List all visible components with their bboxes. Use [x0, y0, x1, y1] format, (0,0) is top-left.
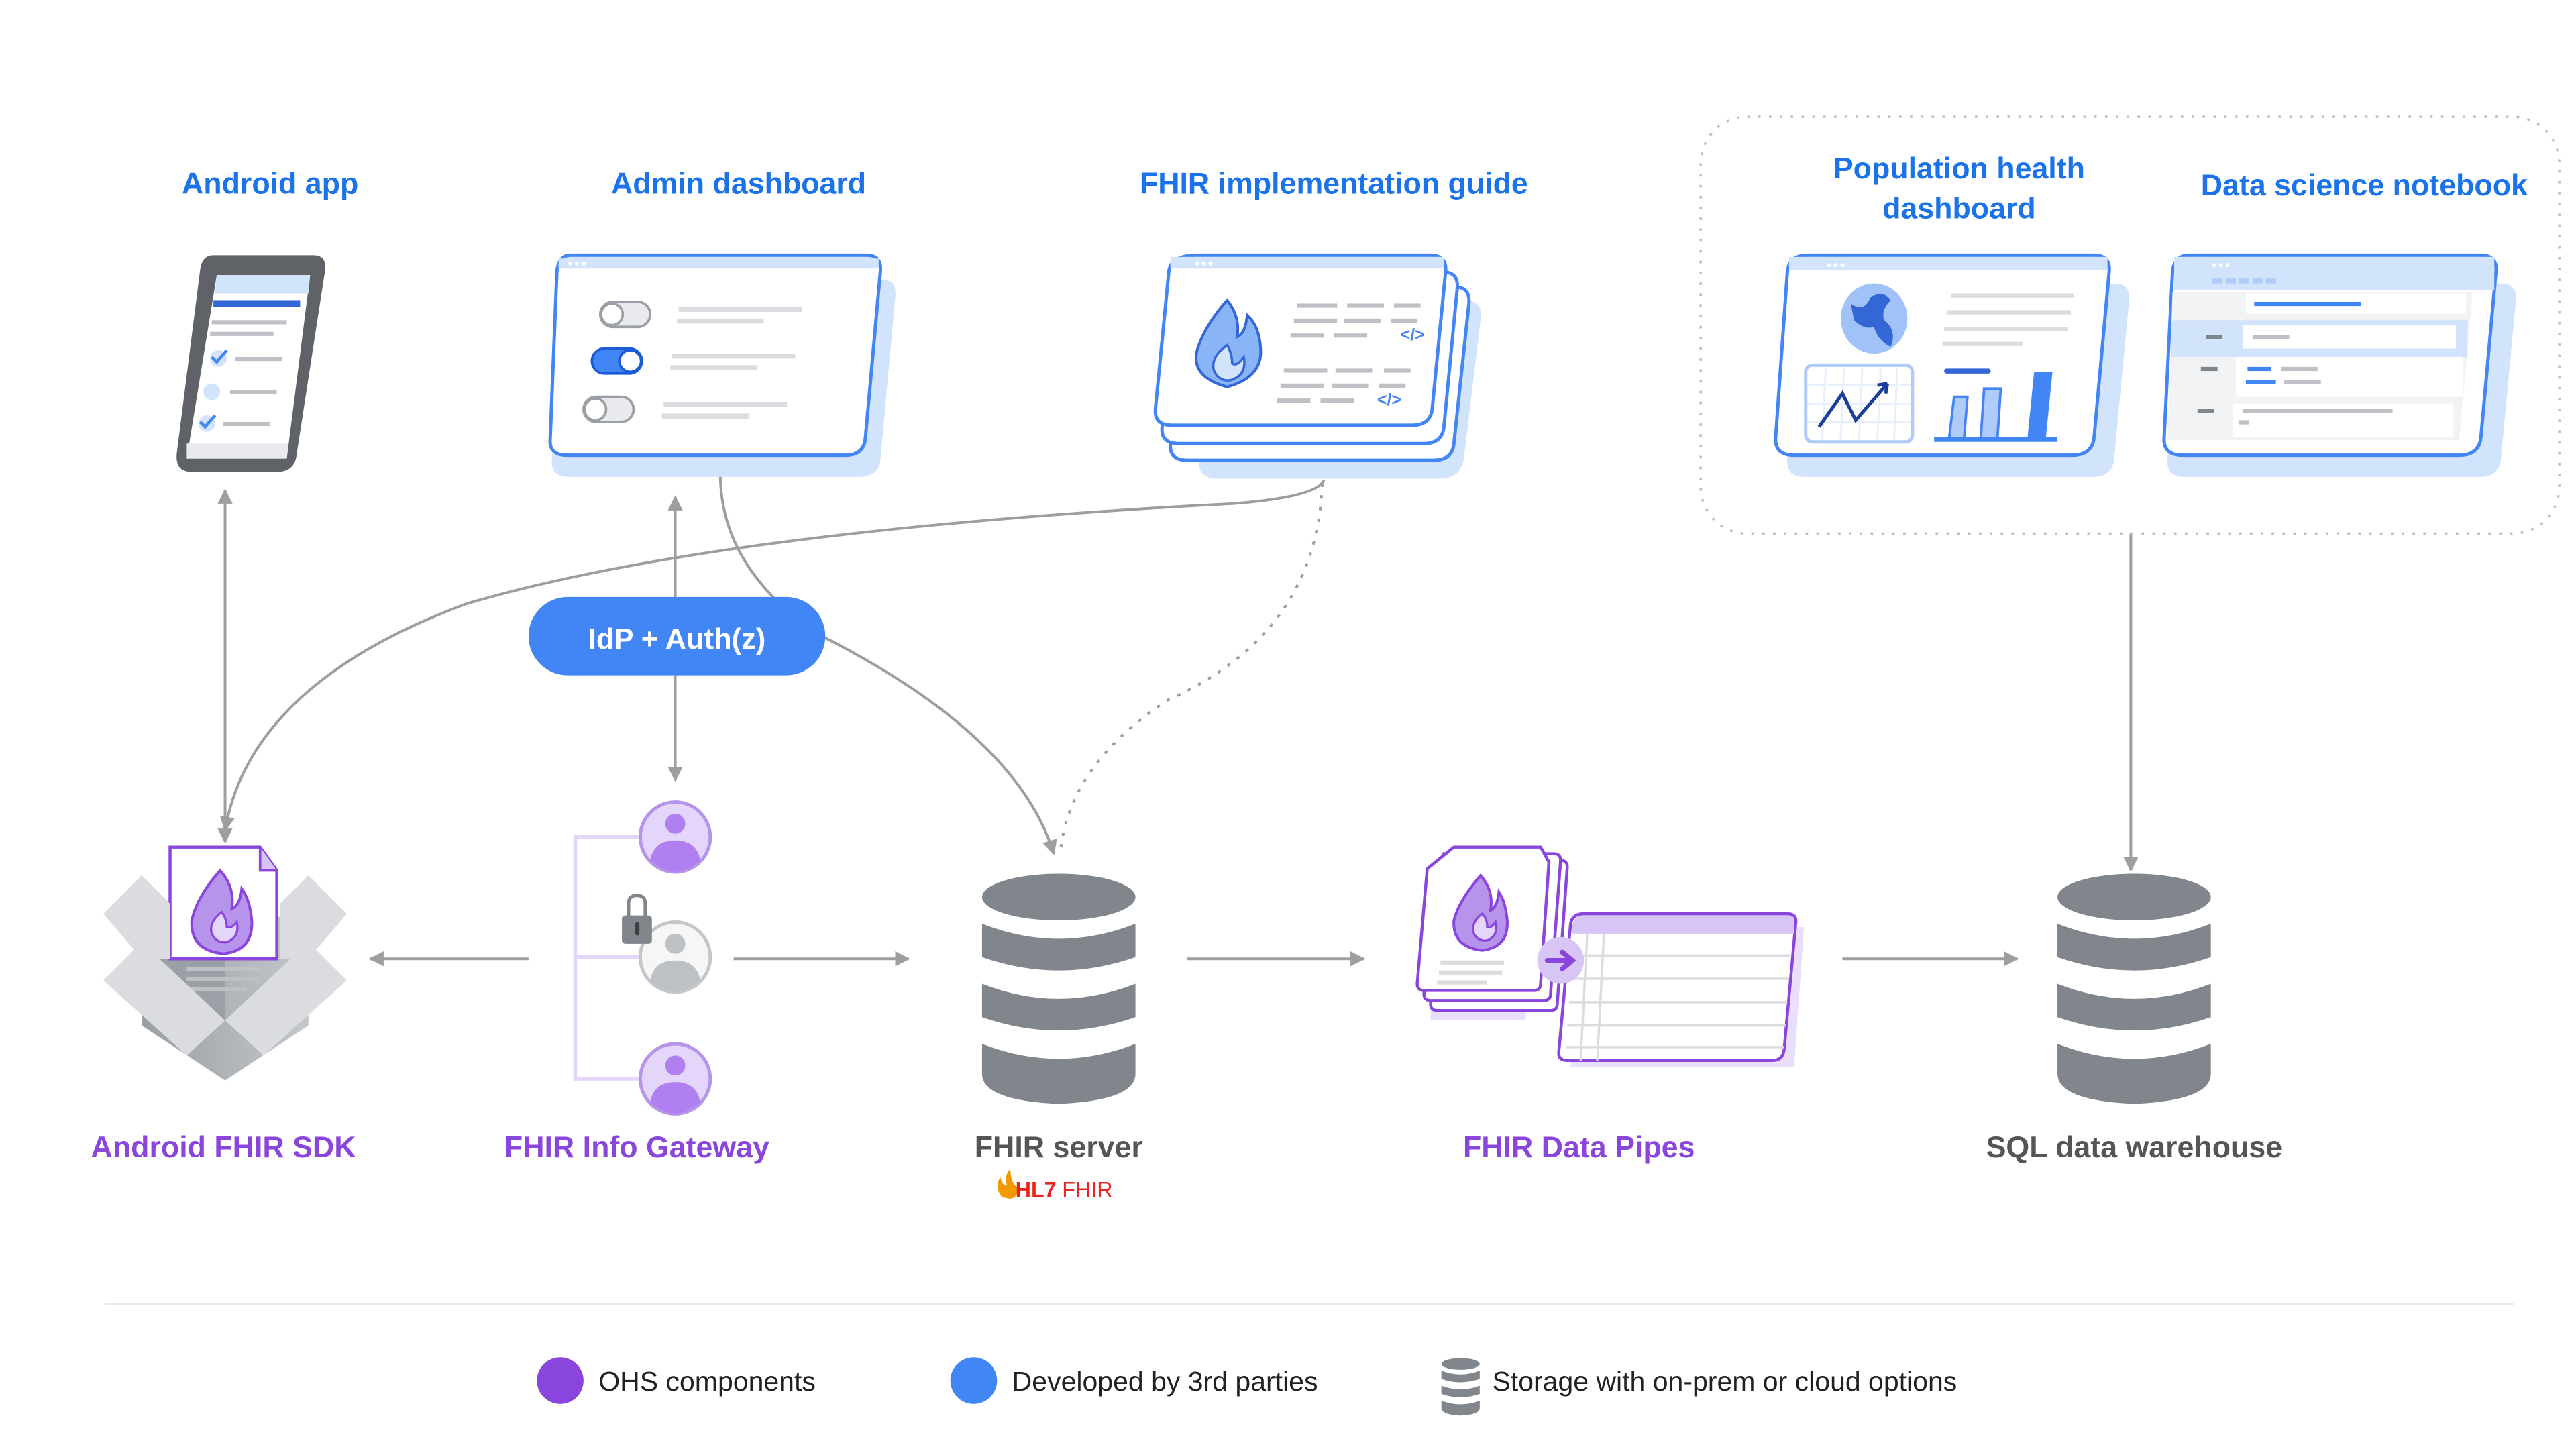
- legend-item-storage: Storage with on-prem or cloud options: [1441, 1358, 1957, 1416]
- fhir-document-stack-icon: </> </>: [1153, 253, 1481, 479]
- node-sql-data-warehouse[interactable]: SQL data warehouse: [1986, 873, 2283, 1164]
- fhir-ig-label: FHIR implementation guide: [1140, 167, 1528, 200]
- sdk-box-icon: [103, 845, 347, 1081]
- fhir-server-label: FHIR server: [975, 1131, 1143, 1164]
- user-avatar-icon: [638, 800, 712, 874]
- users-lock-icon: [573, 800, 712, 1116]
- legend-ohs-label: OHS components: [598, 1366, 816, 1397]
- hl7-text: HL7: [1016, 1178, 1057, 1202]
- node-android-fhir-sdk[interactable]: Android FHIR SDK: [91, 845, 356, 1164]
- curve-ig-to-sdk: [219, 479, 1326, 833]
- legend-storage-label: Storage with on-prem or cloud options: [1492, 1366, 1957, 1397]
- node-fhir-info-gateway[interactable]: FHIR Info Gateway: [504, 800, 769, 1164]
- data-science-label: Data science notebook: [2201, 169, 2528, 202]
- fhir-badge-text: FHIR: [1062, 1178, 1112, 1202]
- pipeline-icon: [1415, 845, 1805, 1067]
- database-icon: [2057, 873, 2211, 1104]
- legend-item-third-party: Developed by 3rd parties: [950, 1357, 1318, 1404]
- database-icon: [981, 873, 1136, 1104]
- database-icon: [1441, 1358, 1480, 1416]
- fhir-data-pipes-label: FHIR Data Pipes: [1463, 1131, 1695, 1164]
- population-health-label-line2: dashboard: [1882, 193, 2036, 225]
- curve-admin-to-server: [718, 473, 1057, 855]
- node-population-health-dashboard[interactable]: Population health dashboard: [1774, 152, 2130, 477]
- node-admin-dashboard[interactable]: Admin dashboard: [548, 167, 896, 477]
- admin-dashboard-label: Admin dashboard: [611, 167, 866, 200]
- lock-icon: [622, 894, 652, 944]
- node-fhir-implementation-guide[interactable]: FHIR implementation guide </> </>: [1140, 167, 1528, 479]
- dotted-ig-to-server: [1059, 483, 1324, 854]
- legend: OHS components Developed by 3rd parties …: [537, 1357, 1957, 1416]
- user-avatar-locked-icon: [638, 920, 712, 994]
- phone-icon: [176, 255, 325, 472]
- legend-item-ohs: OHS components: [537, 1357, 816, 1404]
- purple-dot-icon: [537, 1357, 584, 1404]
- analytics-dashboard-icon: [1774, 253, 2130, 477]
- fhir-info-gateway-label: FHIR Info Gateway: [504, 1131, 769, 1164]
- blue-dot-icon: [950, 1357, 998, 1404]
- notebook-window-icon: [2162, 253, 2516, 477]
- idp-auth-label: IdP + Auth(z): [588, 623, 766, 655]
- node-fhir-server[interactable]: FHIR server HL7 FHIR: [975, 873, 1143, 1202]
- user-avatar-icon: [638, 1042, 712, 1116]
- hl7-fhir-badge: HL7 FHIR: [997, 1169, 1113, 1202]
- dashboard-window-icon: [548, 253, 896, 477]
- node-fhir-data-pipes[interactable]: FHIR Data Pipes: [1415, 845, 1805, 1164]
- idp-auth-pill[interactable]: IdP + Auth(z): [528, 596, 826, 676]
- android-fhir-sdk-label: Android FHIR SDK: [91, 1131, 356, 1164]
- sql-warehouse-label: SQL data warehouse: [1986, 1131, 2283, 1164]
- flame-icon: [997, 1169, 1018, 1199]
- svg-text:</>: </>: [1401, 326, 1425, 344]
- population-health-label-line1: Population health: [1833, 152, 2085, 185]
- node-android-app[interactable]: Android app: [176, 167, 358, 472]
- android-app-label: Android app: [182, 167, 358, 200]
- connectors: [217, 473, 2139, 967]
- svg-text:</>: </>: [1377, 391, 1401, 409]
- legend-third-party-label: Developed by 3rd parties: [1012, 1366, 1318, 1397]
- node-data-science-notebook[interactable]: Data science notebook: [2162, 169, 2528, 477]
